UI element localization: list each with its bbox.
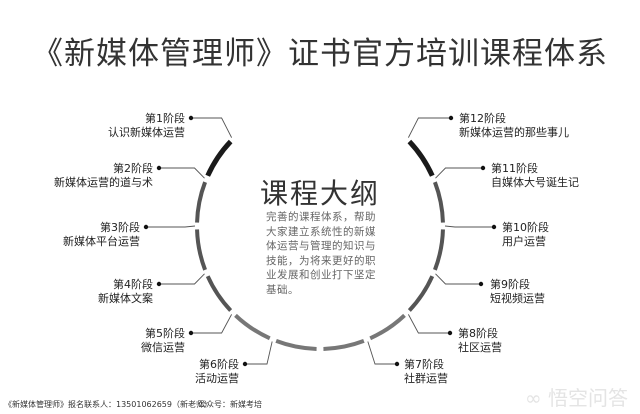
stage-topic: 新媒体运营的道与术 xyxy=(54,176,153,189)
stage-topic: 自媒体大号诞生记 xyxy=(491,176,579,189)
connector-line-12 xyxy=(407,117,451,138)
syllabus-description: 完善的课程体系，帮助大家建立系统性的新媒体运营与管理的知识与技能，为将来更好的职… xyxy=(266,211,376,296)
stage-topic: 短视频运营 xyxy=(490,292,545,305)
footer-account: 公众号：新媒考培 xyxy=(198,400,262,409)
connector-line-9 xyxy=(435,273,481,285)
stage-label-9: 第9阶段短视频运营 xyxy=(490,278,545,306)
stage-name: 第7阶段 xyxy=(404,358,444,371)
stage-label-4: 第4阶段新媒体文案 xyxy=(98,278,153,306)
connector-dot-6 xyxy=(242,361,248,367)
arc-segment-9 xyxy=(407,275,435,312)
stage-name: 第5阶段 xyxy=(145,327,185,340)
stage-topic: 社区运营 xyxy=(458,341,502,354)
stage-label-6: 第6阶段活动运营 xyxy=(195,358,239,386)
arc-segment-1 xyxy=(205,139,233,177)
stage-label-11: 第11阶段自媒体大号诞生记 xyxy=(491,162,579,190)
stage-topic: 活动运营 xyxy=(195,372,239,385)
stage-topic: 认识新媒体运营 xyxy=(108,126,185,139)
page-title: 《新媒体管理师》证书官方培训课程体系 xyxy=(32,36,608,72)
connector-dot-3 xyxy=(143,224,149,230)
stage-name: 第6阶段 xyxy=(199,358,239,371)
connector-dot-7 xyxy=(394,361,400,367)
arc-segment-3 xyxy=(195,229,207,271)
connector-dot-5 xyxy=(188,330,194,336)
connector-dot-9 xyxy=(478,281,484,287)
arc-segment-6 xyxy=(275,339,317,351)
stage-topic: 新媒体运营的那些事儿 xyxy=(459,126,569,139)
stage-topic: 新媒体平台运营 xyxy=(63,235,140,248)
connector-line-5 xyxy=(191,314,233,334)
stage-name: 第4阶段 xyxy=(113,278,153,291)
connector-line-3 xyxy=(146,225,196,228)
arc-segment-11 xyxy=(433,181,445,223)
stage-name: 第1阶段 xyxy=(145,112,185,125)
stage-label-5: 第5阶段微信运营 xyxy=(141,327,185,355)
stage-label-1: 第1阶段认识新媒体运营 xyxy=(108,112,185,140)
connector-line-4 xyxy=(159,273,205,285)
stage-name: 第9阶段 xyxy=(490,278,530,291)
stage-topic: 微信运营 xyxy=(141,341,185,354)
stage-label-2: 第2阶段新媒体运营的道与术 xyxy=(54,162,153,190)
footer-contact: 《新媒体管理师》报名联系人：13501062659（新老师） xyxy=(4,400,212,409)
stage-name: 第3阶段 xyxy=(100,221,140,234)
connector-dot-1 xyxy=(188,115,194,121)
stage-name: 第2阶段 xyxy=(113,162,153,175)
connector-line-8 xyxy=(407,314,450,334)
connector-line-2 xyxy=(159,167,205,179)
connector-dot-2 xyxy=(156,165,162,171)
arc-segment-5 xyxy=(234,313,271,341)
connector-line-1 xyxy=(191,117,233,138)
stage-topic: 社群运营 xyxy=(404,372,448,385)
connector-line-10 xyxy=(444,225,494,228)
watermark-logo: ∞ 悟空问答 xyxy=(525,386,629,410)
stage-label-7: 第7阶段社群运营 xyxy=(404,358,448,386)
stage-label-10: 第10阶段用户运营 xyxy=(502,221,549,249)
arc-segment-7 xyxy=(323,339,365,351)
connector-line-7 xyxy=(367,341,397,365)
arc-segment-12 xyxy=(407,139,435,177)
stage-name: 第12阶段 xyxy=(459,112,506,125)
connector-line-11 xyxy=(435,167,483,179)
syllabus-heading: 课程大纲 xyxy=(259,177,380,210)
stage-topic: 用户运营 xyxy=(502,235,546,248)
connector-dot-11 xyxy=(480,165,486,171)
arc-segment-4 xyxy=(205,275,233,312)
connector-dot-4 xyxy=(156,281,162,287)
connector-dot-12 xyxy=(448,115,454,121)
stage-label-12: 第12阶段新媒体运营的那些事儿 xyxy=(459,112,569,140)
stage-topic: 新媒体文案 xyxy=(98,292,153,305)
stage-label-3: 第3阶段新媒体平台运营 xyxy=(63,221,140,249)
stage-name: 第10阶段 xyxy=(502,221,549,234)
stage-label-8: 第8阶段社区运营 xyxy=(458,327,502,355)
arc-segment-8 xyxy=(369,313,406,341)
arc-segment-2 xyxy=(195,181,207,223)
connector-dot-8 xyxy=(447,330,453,336)
connector-line-6 xyxy=(245,341,273,365)
stage-name: 第8阶段 xyxy=(458,327,498,340)
arc-segment-10 xyxy=(433,229,445,271)
connector-dot-10 xyxy=(491,224,497,230)
stage-name: 第11阶段 xyxy=(491,162,538,175)
